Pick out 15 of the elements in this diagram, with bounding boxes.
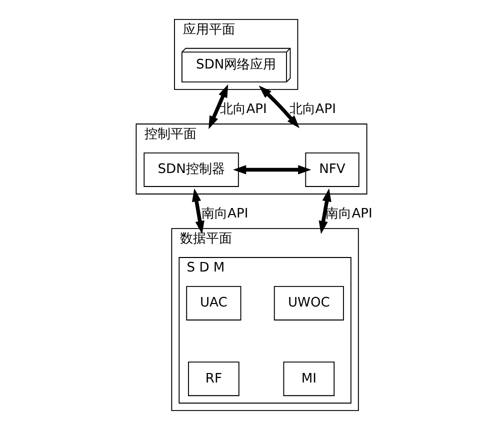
arrow: [232, 165, 311, 174]
node-box: SDN控制器: [143, 152, 238, 187]
arrow: [258, 86, 300, 128]
edge-label: 北向API: [220, 102, 266, 117]
edge-label: 南向API: [201, 206, 248, 222]
arrow: [208, 84, 228, 130]
node-box: RF: [188, 362, 239, 396]
node-box: UAC: [186, 286, 241, 320]
edge-label: 南向API: [325, 206, 372, 222]
arrow: [191, 188, 204, 234]
node-box: MI: [282, 362, 334, 396]
arrow: [318, 188, 331, 234]
node-box: NFV: [304, 152, 359, 187]
node-box: UWOC: [273, 286, 344, 320]
edge-label: 北向API: [288, 102, 336, 117]
